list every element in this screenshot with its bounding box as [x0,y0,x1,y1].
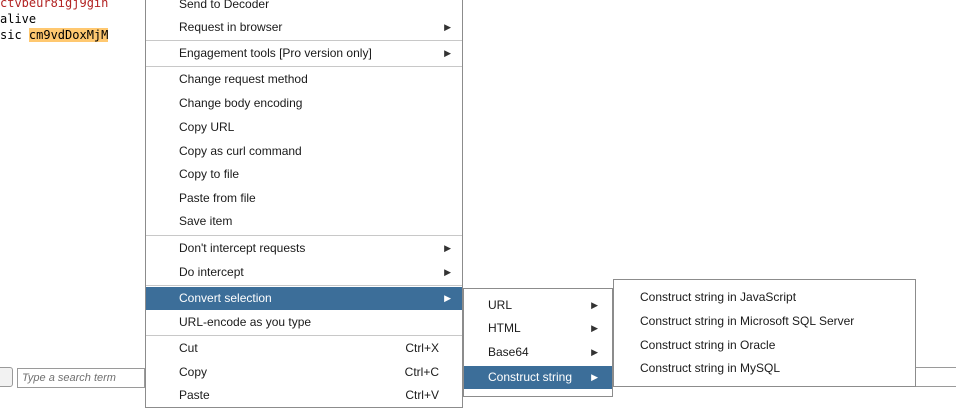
menu-item-label: Copy to file [179,167,240,181]
menu-item-copy[interactable]: Copy Ctrl+C [146,361,462,384]
submenu-item-construct-oracle[interactable]: Construct string in Oracle [614,334,915,357]
submenu-item-url[interactable]: URL ▶ [464,294,612,317]
menu-item-label: Change request method [179,72,308,86]
menu-item-label: HTML [488,321,521,335]
menu-item-copy-as-curl[interactable]: Copy as curl command [146,140,462,163]
submenu-item-construct-mssql[interactable]: Construct string in Microsoft SQL Server [614,310,915,333]
menu-item-shortcut: Ctrl+C [404,365,439,379]
menu-item-label: Construct string in Oracle [640,338,776,352]
submenu-arrow-icon: ▶ [444,243,451,253]
menu-item-label: Base64 [488,345,529,359]
submenu-arrow-icon: ▶ [591,347,598,357]
submenu-item-construct-string[interactable]: Construct string ▶ [464,366,612,389]
menu-item-save-item[interactable]: Save item [146,210,462,233]
menu-item-send-to-decoder[interactable]: Send to Decoder [146,0,462,16]
construct-string-submenu: Construct string in JavaScript Construct… [613,279,916,387]
submenu-arrow-icon: ▶ [591,300,598,310]
editor-line-3-prefix: sic [0,28,29,42]
menu-item-label: Paste [179,388,210,402]
menu-item-copy-to-file[interactable]: Copy to file [146,163,462,186]
menu-item-paste-from-file[interactable]: Paste from file [146,187,462,210]
menu-item-engagement-tools[interactable]: Engagement tools [Pro version only] ▶ [146,42,462,65]
submenu-item-construct-js[interactable]: Construct string in JavaScript [614,286,915,309]
context-menu: Send to Decoder Request in browser ▶ Eng… [145,0,463,408]
menu-item-url-encode-as-you-type[interactable]: URL-encode as you type [146,311,462,334]
menu-item-copy-url[interactable]: Copy URL [146,116,462,139]
menu-item-label: Engagement tools [Pro version only] [179,46,372,60]
submenu-item-base64[interactable]: Base64 ▶ [464,341,612,364]
search-input[interactable] [22,370,142,386]
menu-item-cut[interactable]: Cut Ctrl+X [146,337,462,360]
menu-item-label: Construct string in JavaScript [640,290,797,304]
submenu-arrow-icon: ▶ [444,48,451,58]
menu-item-label: Copy URL [179,120,235,134]
menu-item-shortcut: Ctrl+V [405,388,439,402]
editor-line-2: alive [0,12,37,26]
menu-item-label: Construct string in Microsoft SQL Server [640,314,855,328]
search-options-button[interactable] [0,367,13,387]
menu-item-dont-intercept[interactable]: Don't intercept requests ▶ [146,237,462,260]
menu-item-label: Copy as curl command [179,144,302,158]
menu-item-request-in-browser[interactable]: Request in browser ▶ [146,16,462,39]
menu-item-label: Cut [179,341,198,355]
menu-item-label: Send to Decoder [179,0,270,11]
menu-separator [146,66,462,67]
menu-item-label: Save item [179,214,233,228]
menu-item-label: Do intercept [179,265,244,279]
menu-item-label: Paste from file [179,191,256,205]
menu-item-label: Don't intercept requests [179,241,306,255]
submenu-item-html[interactable]: HTML ▶ [464,317,612,340]
editor-line-1: ctvbeur8igj9gin [0,0,109,10]
submenu-item-construct-mysql[interactable]: Construct string in MySQL [614,357,915,380]
menu-item-label: Request in browser [179,20,283,34]
menu-separator [146,335,462,336]
convert-selection-submenu: URL ▶ HTML ▶ Base64 ▶ Construct string ▶ [463,288,613,397]
menu-item-do-intercept[interactable]: Do intercept ▶ [146,261,462,284]
request-editor[interactable]: ctvbeur8igj9gin alive sic cm9vdDoxMjM [0,0,145,60]
submenu-arrow-icon: ▶ [444,267,451,277]
menu-item-label: Convert selection [179,291,272,305]
menu-separator [146,235,462,236]
menu-separator [146,40,462,41]
menu-item-convert-selection[interactable]: Convert selection ▶ [146,287,462,310]
menu-item-change-body-encoding[interactable]: Change body encoding [146,92,462,115]
menu-item-label: URL [488,298,513,312]
submenu-arrow-icon: ▶ [591,372,598,382]
search-box [17,368,145,388]
menu-separator [146,285,462,286]
menu-item-paste[interactable]: Paste Ctrl+V [146,384,462,407]
menu-item-change-request-method[interactable]: Change request method [146,68,462,91]
submenu-arrow-icon: ▶ [591,323,598,333]
menu-item-label: URL-encode as you type [179,315,312,329]
submenu-arrow-icon: ▶ [444,22,451,32]
selected-text-highlight: cm9vdDoxMjM [28,28,109,42]
submenu-arrow-icon: ▶ [444,293,451,303]
menu-item-label: Construct string in MySQL [640,361,781,375]
editor-line-3: sic cm9vdDoxMjM [0,27,109,43]
search-field-right-edge [915,367,956,387]
menu-item-shortcut: Ctrl+X [405,341,439,355]
menu-item-label: Copy [179,365,208,379]
menu-item-label: Construct string [488,370,573,384]
menu-item-label: Change body encoding [179,96,303,110]
